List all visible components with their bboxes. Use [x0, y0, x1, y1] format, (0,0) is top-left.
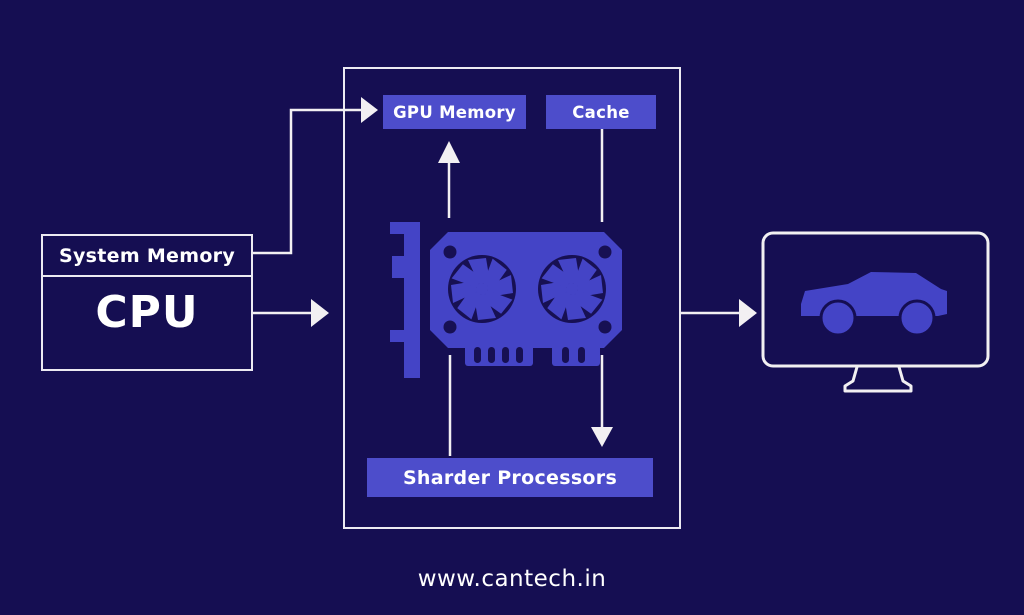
- monitor-stand: [843, 366, 913, 393]
- arrow-gpu-to-gpu-memory: [438, 141, 460, 218]
- system-memory-text: System Memory: [58, 244, 236, 267]
- gpu-fan-right: [538, 255, 606, 323]
- website-url: www.cantech.in: [417, 566, 607, 592]
- car-wheel-front: [819, 299, 857, 337]
- cpu-text: CPU: [95, 286, 199, 338]
- car-icon: [801, 272, 947, 337]
- cpu-block: System Memory CPU: [41, 234, 253, 371]
- sharder-processors-label: Sharder Processors: [367, 458, 653, 497]
- website-text: www.cantech.in: [0, 566, 1024, 592]
- cpu-label: CPU: [43, 277, 251, 369]
- gpu-memory-label: GPU Memory: [383, 95, 526, 129]
- connector-cpu-to-gpu: [253, 299, 329, 327]
- gpu-card-icon: [390, 222, 622, 378]
- connector-gpu-to-monitor: [681, 299, 757, 327]
- sharder-processors-text: Sharder Processors: [402, 466, 618, 489]
- connector-system-memory-to-gpu-memory: [253, 97, 378, 255]
- cache-text: Cache: [572, 102, 630, 122]
- monitor-icon: [761, 231, 990, 393]
- car-wheel-rear: [898, 299, 936, 337]
- system-memory-label: System Memory: [43, 236, 251, 277]
- gpu-fan-left: [448, 255, 516, 323]
- cache-label: Cache: [546, 95, 656, 129]
- gpu-memory-text: GPU Memory: [393, 102, 516, 122]
- gpu-container-box: [343, 67, 681, 529]
- gpu-bracket: [390, 222, 420, 378]
- arrow-gpu-to-sharder: [591, 355, 613, 447]
